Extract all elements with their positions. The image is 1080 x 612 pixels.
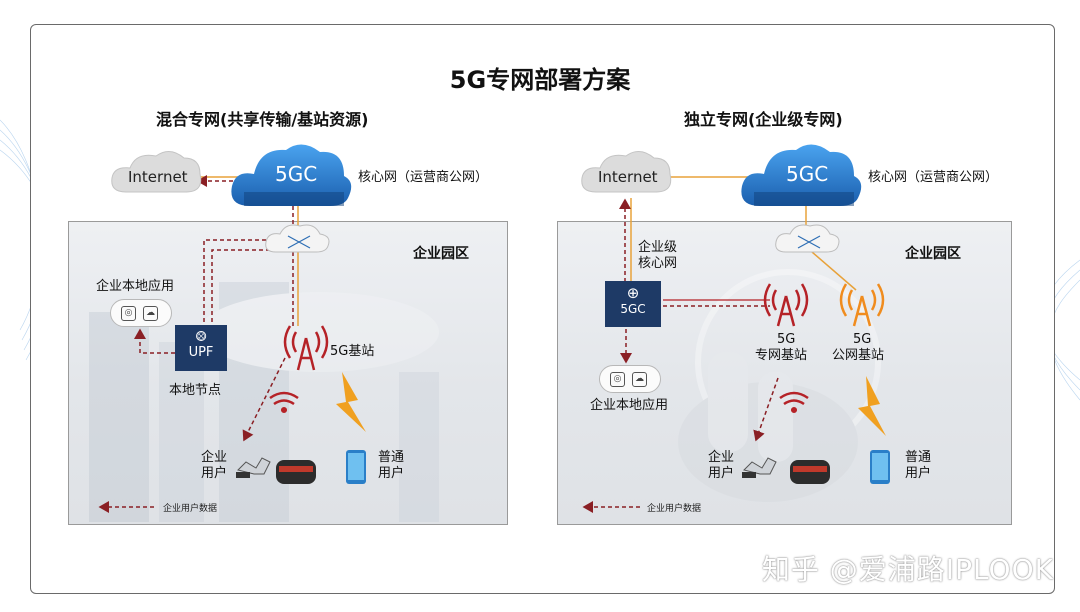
- right-enterprise-user-label-2: 用户: [708, 466, 735, 481]
- right-wifi-icon: [779, 391, 809, 414]
- right-park-panel: [557, 221, 1012, 525]
- right-public-bs-label-2: 公网基站: [832, 348, 885, 363]
- right-router-public-bs-line: [811, 251, 857, 291]
- left-phone-icon: [346, 450, 366, 484]
- left-bs-label: 5G基站: [330, 344, 375, 359]
- left-local-app-label: 企业本地应用: [96, 279, 175, 294]
- right-public-bs-label-1: 5G: [853, 332, 872, 347]
- right-heading: 独立专网(企业级专网): [684, 110, 843, 129]
- left-internet-label: Internet: [128, 168, 188, 186]
- right-private-bs-tower-icon: [763, 283, 809, 327]
- left-robot-arm-icon: [236, 457, 271, 478]
- right-ent-core-label-2: 核心网: [638, 256, 678, 271]
- right-app-chip-icon: ◎: [610, 372, 625, 387]
- left-app-cloud-icon: ☁: [143, 306, 158, 321]
- left-app-chip-icon: ◎: [121, 306, 136, 321]
- left-bs-user-data: [242, 357, 286, 442]
- page-title: 5G专网部署方案: [449, 66, 631, 94]
- left-upf-box: ⨷ UPF: [175, 325, 227, 371]
- right-ent-5gc-box: ⊕ 5GC: [605, 281, 661, 327]
- left-router-cloud-icon: [265, 224, 330, 253]
- left-upf-label: UPF: [188, 345, 214, 360]
- right-5gc-label: 5GC: [786, 162, 829, 186]
- globe-icon: ⊕: [626, 284, 640, 302]
- right-vr-headset-icon: [790, 460, 830, 484]
- right-app-cloud-icon: ☁: [632, 372, 647, 387]
- right-public-bs-tower-icon: [839, 283, 885, 327]
- right-router-cloud-icon: [775, 224, 840, 253]
- right-private-bs-user-data: [753, 377, 779, 442]
- right-robot-arm-icon: [742, 457, 777, 478]
- left-enterprise-user-label-1: 企业: [201, 450, 228, 465]
- left-core-label: 核心网（运营商公网）: [358, 170, 489, 185]
- upf-icon: ⨷: [195, 329, 207, 345]
- right-park-label: 企业园区: [905, 246, 961, 262]
- right-enterprise-user-label-1: 企业: [708, 450, 735, 465]
- right-ent-5gc-label: 5GC: [620, 302, 646, 316]
- left-local-node-label: 本地节点: [169, 383, 222, 398]
- left-normal-user-label-2: 用户: [378, 466, 405, 481]
- left-internet-cloud: [111, 151, 202, 193]
- right-normal-user-label-2: 用户: [905, 466, 932, 481]
- right-phone-icon: [870, 450, 890, 484]
- right-legend-label: 企业用户数据: [647, 504, 702, 514]
- right-local-app-label: 企业本地应用: [590, 398, 669, 413]
- left-5gc-label: 5GC: [275, 162, 318, 186]
- left-router-upf-data-2: [211, 249, 284, 325]
- left-router-upf-data: [203, 239, 280, 325]
- right-ent-core-label-1: 企业级: [638, 240, 678, 255]
- left-upf-app-data: [134, 328, 175, 354]
- right-local-app-box: ◎ ☁: [599, 365, 661, 393]
- watermark: 知乎 @爱浦路IPLOOK: [761, 553, 1054, 586]
- left-lightning-icon: [336, 372, 366, 432]
- left-legend-label: 企业用户数据: [163, 504, 218, 514]
- left-local-app-box: ◎ ☁: [110, 299, 172, 327]
- right-normal-user-label-1: 普通: [905, 450, 932, 465]
- left-bs-tower-icon: [283, 325, 329, 371]
- left-park-label: 企业园区: [413, 246, 469, 262]
- right-internet-label: Internet: [598, 168, 658, 186]
- right-lightning-icon: [858, 376, 886, 436]
- left-enterprise-user-label-2: 用户: [201, 466, 228, 481]
- right-5gc-cloud: [741, 144, 862, 206]
- left-vr-headset-icon: [276, 460, 316, 484]
- left-normal-user-label-1: 普通: [378, 450, 405, 465]
- right-private-bs-label-1: 5G: [777, 332, 796, 347]
- right-internet-cloud: [581, 151, 672, 193]
- left-heading: 混合专网(共享传输/基站资源): [156, 110, 369, 129]
- right-core-label: 核心网（运营商公网）: [868, 170, 999, 185]
- left-wifi-icon: [269, 391, 299, 414]
- left-5gc-cloud: [231, 144, 352, 206]
- right-private-bs-label-2: 专网基站: [755, 348, 808, 363]
